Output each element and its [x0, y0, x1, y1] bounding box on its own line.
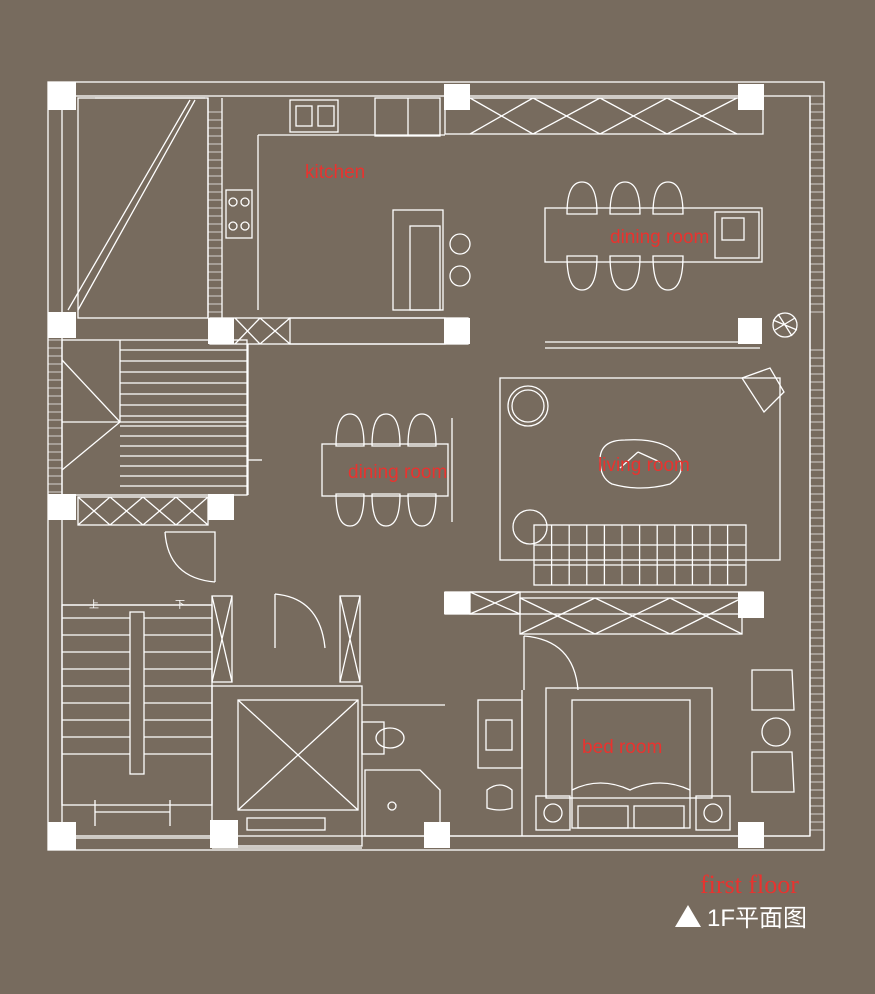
toilet-icon — [361, 721, 405, 755]
center-dining-room-label: dining room — [348, 462, 448, 483]
floor-caption-english: first floor — [700, 870, 799, 899]
void-room — [67, 97, 209, 319]
door-arc-2 — [274, 593, 326, 649]
floor-caption-chinese-wrap: 1F平面图 — [675, 898, 807, 933]
stair-down-label: 下 — [175, 600, 185, 611]
shower-icon — [364, 769, 441, 837]
stair-icon-lower — [61, 604, 213, 826]
squat-toilet-icon — [486, 784, 513, 811]
door-arc-1 — [164, 531, 216, 583]
stove-icon — [225, 189, 253, 239]
kitchen-bottom-band — [209, 317, 469, 345]
core-walls — [211, 595, 361, 683]
structural-columns — [48, 82, 764, 850]
bedroom-walls — [477, 690, 523, 836]
door-arc-3 — [523, 635, 579, 691]
top-window-band — [444, 97, 764, 135]
stair-up-label: 上 — [89, 600, 99, 611]
bed-icon — [535, 687, 731, 831]
stair-bottom-band — [77, 496, 209, 526]
chair-icon — [751, 669, 795, 793]
upper-dining-table — [544, 181, 763, 291]
sofa-icon — [533, 524, 747, 586]
living-area — [499, 367, 785, 586]
upper-dining-room-label: dining room — [610, 227, 710, 248]
living-room-label: living room — [598, 455, 690, 476]
kitchen-label: kitchen — [305, 162, 366, 183]
center-dining-table — [321, 413, 453, 527]
stair-icon-upper — [61, 339, 248, 496]
living-bottom-band — [444, 591, 764, 635]
elevator-icon — [211, 685, 363, 847]
plant-icon — [772, 312, 798, 338]
outer-wall — [47, 81, 825, 851]
kitchen-island — [392, 209, 471, 311]
floor-caption-chinese: 1F平面图 — [707, 905, 808, 932]
bedroom-label: bed room — [582, 737, 663, 758]
north-triangle-icon — [675, 904, 701, 927]
